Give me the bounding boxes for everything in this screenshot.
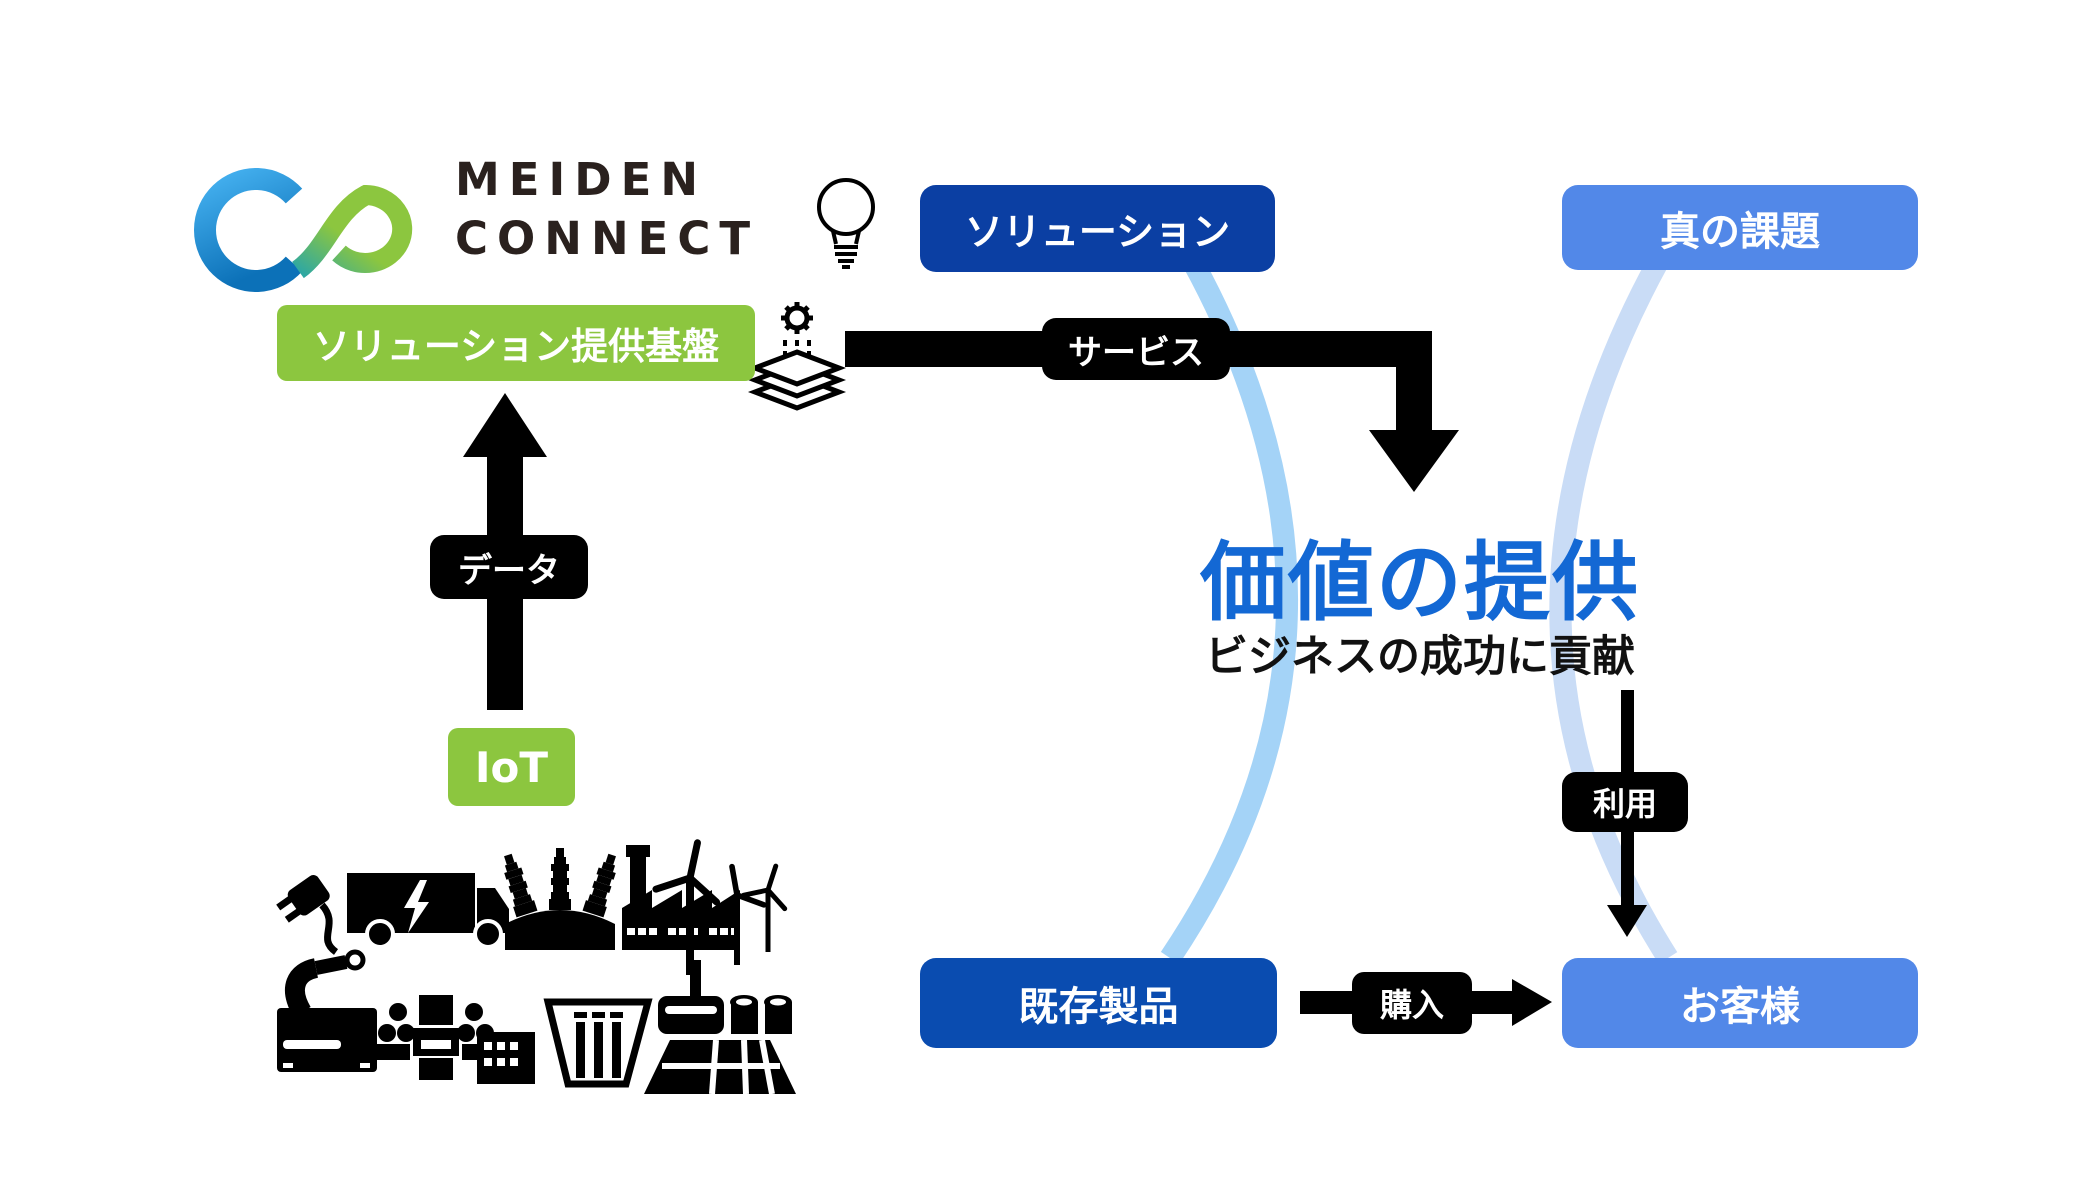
- electric-truck-icon: [347, 873, 509, 949]
- wind-turbines-icon: [656, 836, 796, 975]
- use-arrow-label: 利用: [1562, 772, 1688, 832]
- data-arrow-label: データ: [430, 535, 588, 599]
- brand-line2: CONNECT: [455, 212, 760, 265]
- value-delivery-title: 価値の提供: [1200, 533, 1640, 633]
- node-solution-platform: ソリューション提供基盤: [277, 305, 755, 381]
- cycle-curve-right: [1549, 256, 1678, 964]
- water-treatment-plant-icon: [644, 960, 796, 1095]
- brand-wordmark: MEIDEN CONNECT: [455, 150, 759, 268]
- node-solution: ソリューション: [920, 185, 1275, 272]
- node-iot: IoT: [448, 728, 575, 806]
- service-arrow-label: サービス: [1042, 318, 1230, 380]
- node-customer: お客様: [1562, 958, 1918, 1048]
- transformer-bushings-icon: [497, 848, 623, 950]
- purchase-arrow-label: 購入: [1352, 972, 1472, 1034]
- factory-icon: [622, 845, 740, 950]
- infinity-logo-icon: [194, 168, 413, 292]
- brand-line1: MEIDEN: [455, 153, 708, 206]
- lightbulb-icon: [817, 178, 875, 269]
- node-existing-product: 既存製品: [920, 958, 1277, 1048]
- hydro-power-building-icon: [477, 998, 653, 1088]
- layers-gear-icon: [747, 302, 847, 411]
- node-true-issue: 真の課題: [1562, 185, 1918, 270]
- power-plug-icon: [276, 875, 339, 955]
- value-delivery-subtitle: ビジネスの成功に貢献: [1205, 632, 1635, 682]
- robot-arm-icon: [277, 949, 377, 1072]
